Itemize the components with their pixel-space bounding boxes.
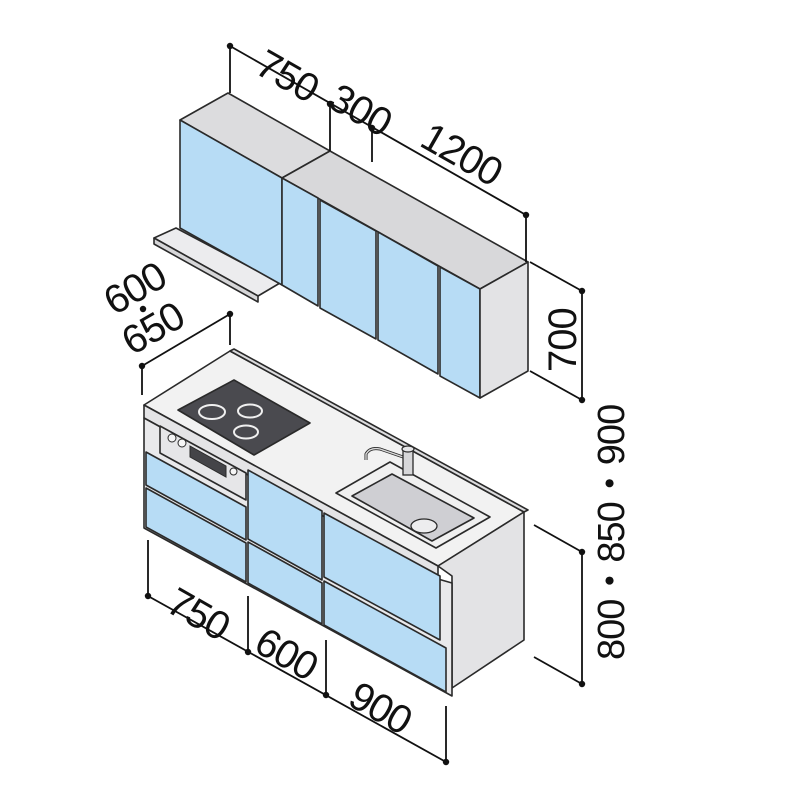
control-display [189, 445, 227, 478]
burner-2 [237, 403, 263, 419]
wall-shelf-front [153, 237, 259, 303]
burner-3 [233, 424, 259, 440]
upper-door-3 [377, 231, 439, 375]
burner-1 [198, 404, 226, 420]
upper-cabinets [153, 92, 529, 399]
upper-width-right-label: 1200 [414, 115, 510, 195]
drawer-left-bottom [145, 487, 247, 583]
faucet-body [402, 448, 414, 476]
faucet-icon [364, 445, 415, 476]
backsplash [229, 348, 529, 513]
sink-icon [335, 461, 491, 549]
upper-width-left-label: 750 [249, 42, 326, 112]
faucet-handle [401, 445, 415, 453]
drawer-mid-top [247, 469, 323, 581]
ih-cooktop-icon [177, 379, 311, 456]
lower-width-mid-label: 600 [248, 620, 325, 690]
upper-height-label: 700 [541, 308, 585, 372]
sink-basin [351, 473, 475, 542]
drawer-mid-bottom [247, 541, 323, 625]
upper-right-side [479, 261, 529, 399]
upper-door-1 [281, 177, 319, 307]
control-knob-3 [229, 467, 238, 476]
dimension-lines [138, 42, 586, 766]
control-knob-2 [177, 438, 187, 448]
control-knob-1 [167, 433, 177, 443]
sink-drain [410, 518, 438, 534]
upper-door-2 [319, 199, 377, 340]
counter-height-label: 800・850・900 [591, 405, 633, 660]
drawer-right-bottom [323, 580, 447, 693]
base-right-side [437, 511, 525, 689]
lower-width-right-label: 900 [342, 674, 419, 744]
depth-separator-dot [139, 305, 147, 313]
drawer-right-top [323, 512, 441, 641]
upper-door-4 [439, 266, 481, 399]
drawer-left-top [145, 451, 247, 541]
